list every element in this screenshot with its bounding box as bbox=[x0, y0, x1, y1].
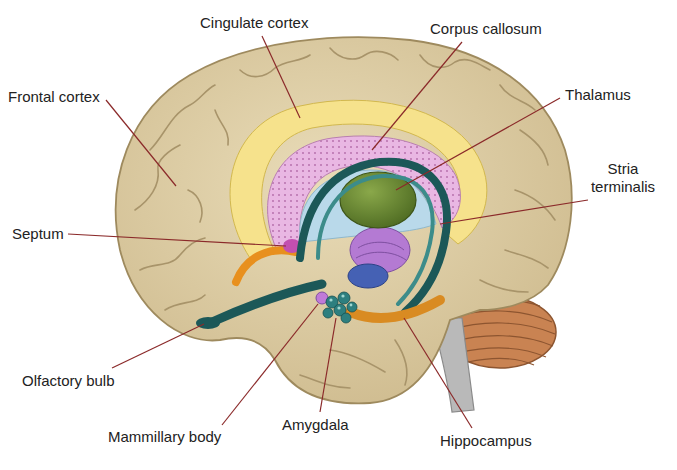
leader-line bbox=[440, 200, 588, 224]
leader-line bbox=[106, 100, 176, 186]
part-label: Corpus callosum bbox=[430, 20, 542, 38]
olfactory-bulb-shape bbox=[196, 317, 220, 329]
gyri-lines bbox=[135, 48, 555, 388]
part-label: Mammillary body bbox=[108, 428, 221, 446]
leader-line bbox=[372, 42, 462, 150]
part-label: Thalamus bbox=[565, 86, 631, 104]
leader-line bbox=[396, 98, 560, 190]
amygdala-highlights bbox=[329, 294, 352, 309]
orange-tract bbox=[236, 250, 296, 282]
leader-lines bbox=[68, 36, 588, 428]
hypothalamus-lines bbox=[356, 242, 406, 260]
part-label: Hippocampus bbox=[440, 432, 532, 450]
leader-line bbox=[320, 318, 336, 412]
leader-line bbox=[68, 234, 286, 246]
fornix-tract bbox=[300, 162, 447, 312]
amygdala-shape bbox=[323, 292, 357, 323]
olfactory-tract bbox=[212, 284, 322, 322]
part-label: Septum bbox=[12, 225, 64, 243]
part-label: Olfactory bulb bbox=[22, 372, 115, 390]
leader-line bbox=[112, 324, 204, 368]
part-label: Frontal cortex bbox=[8, 88, 100, 106]
part-label: Cingulate cortex bbox=[200, 14, 308, 32]
cerebrum-outline bbox=[116, 37, 572, 403]
leader-line bbox=[222, 304, 318, 425]
leader-line bbox=[262, 36, 300, 118]
stria-tract bbox=[318, 176, 433, 304]
hippocampus-shape bbox=[350, 300, 440, 318]
leader-line bbox=[404, 318, 472, 428]
blue-nucleus bbox=[348, 264, 388, 288]
part-label: Stria terminalis bbox=[578, 160, 668, 196]
part-label: Amygdala bbox=[282, 416, 349, 434]
